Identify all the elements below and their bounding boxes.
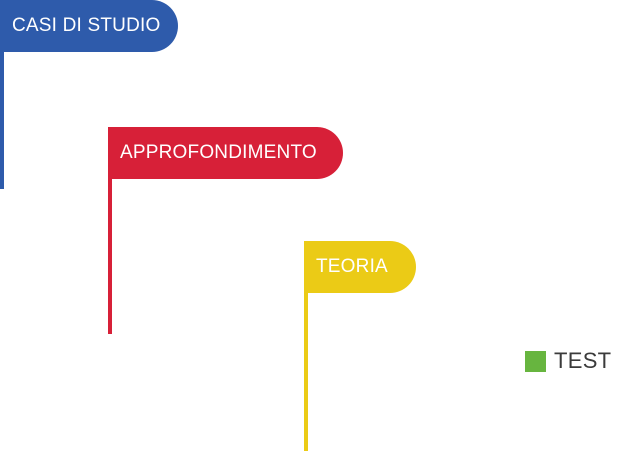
casi-di-studio-pole — [0, 50, 4, 189]
approfondimento-flag[interactable]: APPROFONDIMENTO — [108, 127, 343, 179]
test-square-icon — [525, 350, 546, 372]
approfondimento-pole — [108, 177, 112, 334]
casi-di-studio-flag[interactable]: CASI DI STUDIO — [0, 0, 178, 52]
teoria-pole — [304, 291, 308, 451]
test-legend-item[interactable]: TEST — [525, 347, 611, 375]
teoria-flag[interactable]: TEORIA — [304, 241, 416, 293]
test-label: TEST — [554, 348, 612, 373]
